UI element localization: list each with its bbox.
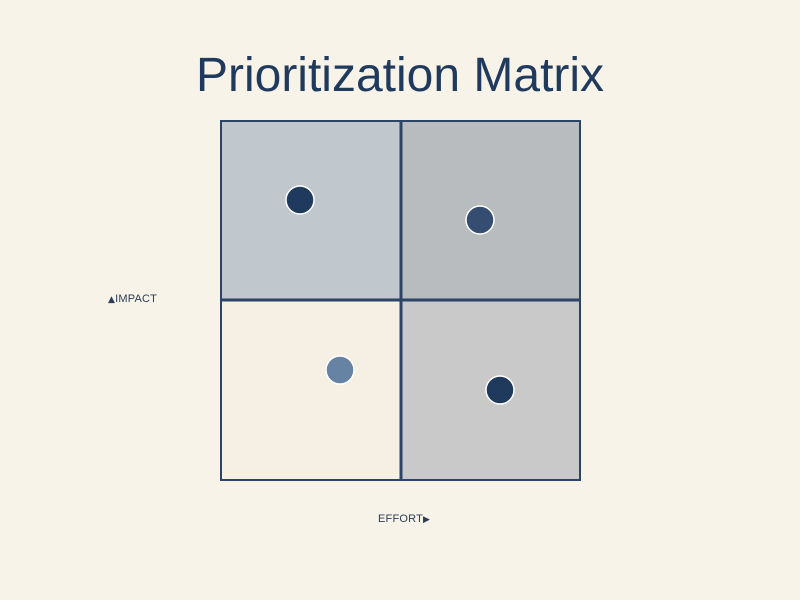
- y-axis-label: ▲IMPACT: [108, 293, 157, 305]
- item-dot-low-impact-low-effort[interactable]: [325, 355, 355, 385]
- up-arrow-icon: ▲: [108, 295, 116, 305]
- right-arrow-icon: ▶: [423, 515, 431, 525]
- item-dot-high-impact-high-effort[interactable]: [465, 205, 495, 235]
- y-axis-label-text: IMPACT: [115, 293, 158, 305]
- page-title: Prioritization Matrix: [195, 49, 605, 102]
- x-axis-label-text: EFFORT: [378, 513, 423, 525]
- item-dot-high-impact-low-effort[interactable]: [285, 185, 315, 215]
- quadrant-high-impact-low-effort: [221, 121, 401, 300]
- x-axis-label: EFFORT▶: [378, 513, 430, 525]
- quadrant-low-impact-low-effort: [221, 300, 401, 480]
- item-dot-low-impact-high-effort[interactable]: [485, 375, 515, 405]
